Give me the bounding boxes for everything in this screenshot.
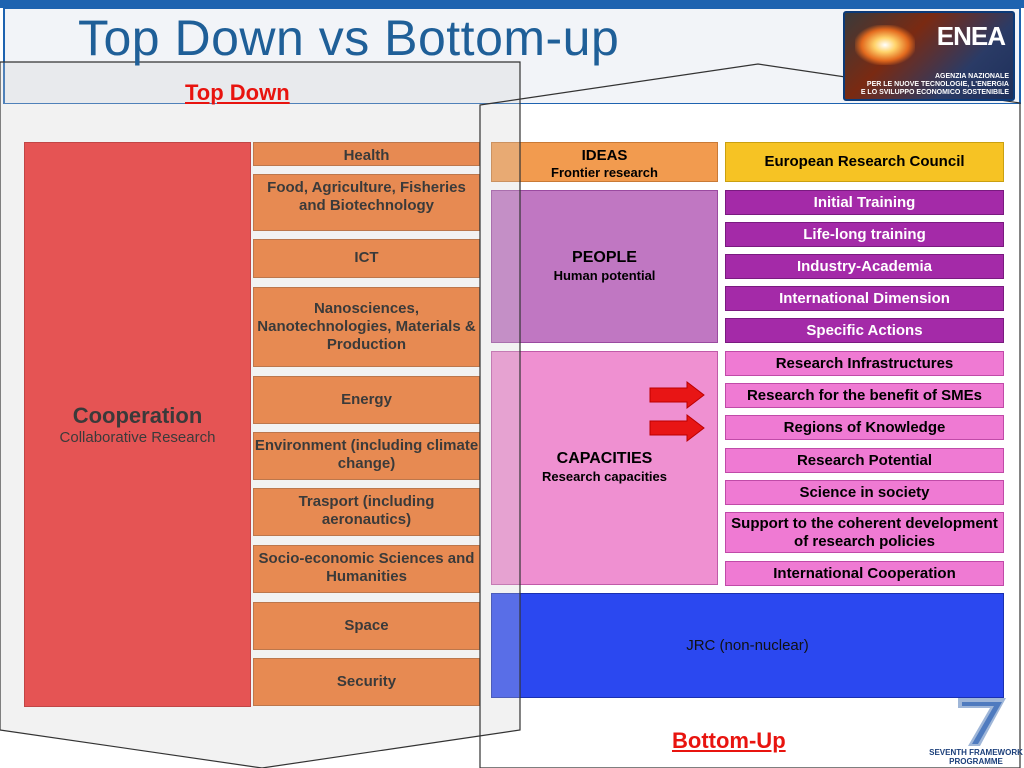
erc-box: European Research Council <box>725 142 1004 182</box>
people-item-international-dimension: International Dimension <box>725 286 1004 311</box>
capacities-item-research-infrastructures: Research Infrastructures <box>725 351 1004 376</box>
theme-health: Health <box>253 142 480 166</box>
logo-agency-text: AGENZIA NAZIONALE PER LE NUOVE TECNOLOGI… <box>851 73 1009 97</box>
theme-socio-economic: Socio-economic Sciences and Humanities <box>253 545 480 593</box>
logo-agency-line: E LO SVILUPPO ECONOMICO SOSTENIBILE <box>860 89 1009 96</box>
theme-energy: Energy <box>253 376 480 424</box>
logo-wordmark: ENEA <box>936 21 1006 51</box>
capacities-block: CAPACITIES Research capacities <box>491 351 718 585</box>
fp7-caption: SEVENTH FRAMEWORK PROGRAMME <box>928 748 1024 766</box>
jrc-block: JRC (non-nuclear) <box>491 593 1004 698</box>
ideas-block: IDEAS Frontier research <box>491 142 718 182</box>
capacities-item-regions-of-knowledge: Regions of Knowledge <box>725 415 1004 440</box>
ideas-title: IDEAS <box>581 147 628 164</box>
slide-title: Top Down vs Bottom-up <box>78 10 620 66</box>
capacities-item-research-for-smes: Research for the benefit of SMEs <box>725 383 1004 408</box>
cooperation-block: Cooperation Collaborative Research <box>24 142 251 707</box>
capacities-item-research-potential: Research Potential <box>725 448 1004 473</box>
people-block: PEOPLE Human potential <box>491 190 718 343</box>
theme-nanosciences: Nanosciences, Nanotechnologies, Material… <box>253 287 480 367</box>
people-item-specific-actions: Specific Actions <box>725 318 1004 343</box>
capacities-item-international-cooperation: International Cooperation <box>725 561 1004 586</box>
capacities-subtitle: Research capacities <box>541 469 668 484</box>
top-down-label: Top Down <box>185 80 290 105</box>
logo-flare-graphic <box>855 25 915 65</box>
capacities-title: CAPACITIES <box>556 450 653 467</box>
capacities-item-science-in-society: Science in society <box>725 480 1004 505</box>
people-item-initial-training: Initial Training <box>725 190 1004 215</box>
people-item-life-long-training: Life-long training <box>725 222 1004 247</box>
bottom-up-label: Bottom-Up <box>672 728 786 753</box>
fp7-logo: SEVENTH FRAMEWORK PROGRAMME <box>928 690 1024 768</box>
theme-ict: ICT <box>253 239 480 278</box>
theme-space: Space <box>253 602 480 650</box>
people-title: PEOPLE <box>572 248 637 266</box>
fp7-caption-line: PROGRAMME <box>949 757 1003 766</box>
fp7-caption-line: SEVENTH FRAMEWORK <box>929 748 1023 757</box>
theme-security: Security <box>253 658 480 706</box>
theme-food-agriculture: Food, Agriculture, Fisheries and Biotech… <box>253 174 480 231</box>
enea-logo: ENEA AGENZIA NAZIONALE PER LE NUOVE TECN… <box>843 11 1015 101</box>
theme-transport: Trasport (including aeronautics) <box>253 488 480 536</box>
ideas-subtitle: Frontier research <box>551 165 658 180</box>
people-subtitle: Human potential <box>553 267 656 283</box>
capacities-item-coherent-development: Support to the coherent development of r… <box>725 512 1004 553</box>
cooperation-subtitle: Collaborative Research <box>59 428 216 446</box>
fp7-seven-icon <box>958 698 1006 746</box>
people-item-industry-academia: Industry-Academia <box>725 254 1004 279</box>
theme-environment: Environment (including climate change) <box>253 432 480 480</box>
logo-agency-line: PER LE NUOVE TECNOLOGIE, L'ENERGIA <box>866 81 1009 88</box>
logo-agency-line: AGENZIA NAZIONALE <box>934 73 1009 80</box>
cooperation-title: Cooperation <box>72 402 203 428</box>
